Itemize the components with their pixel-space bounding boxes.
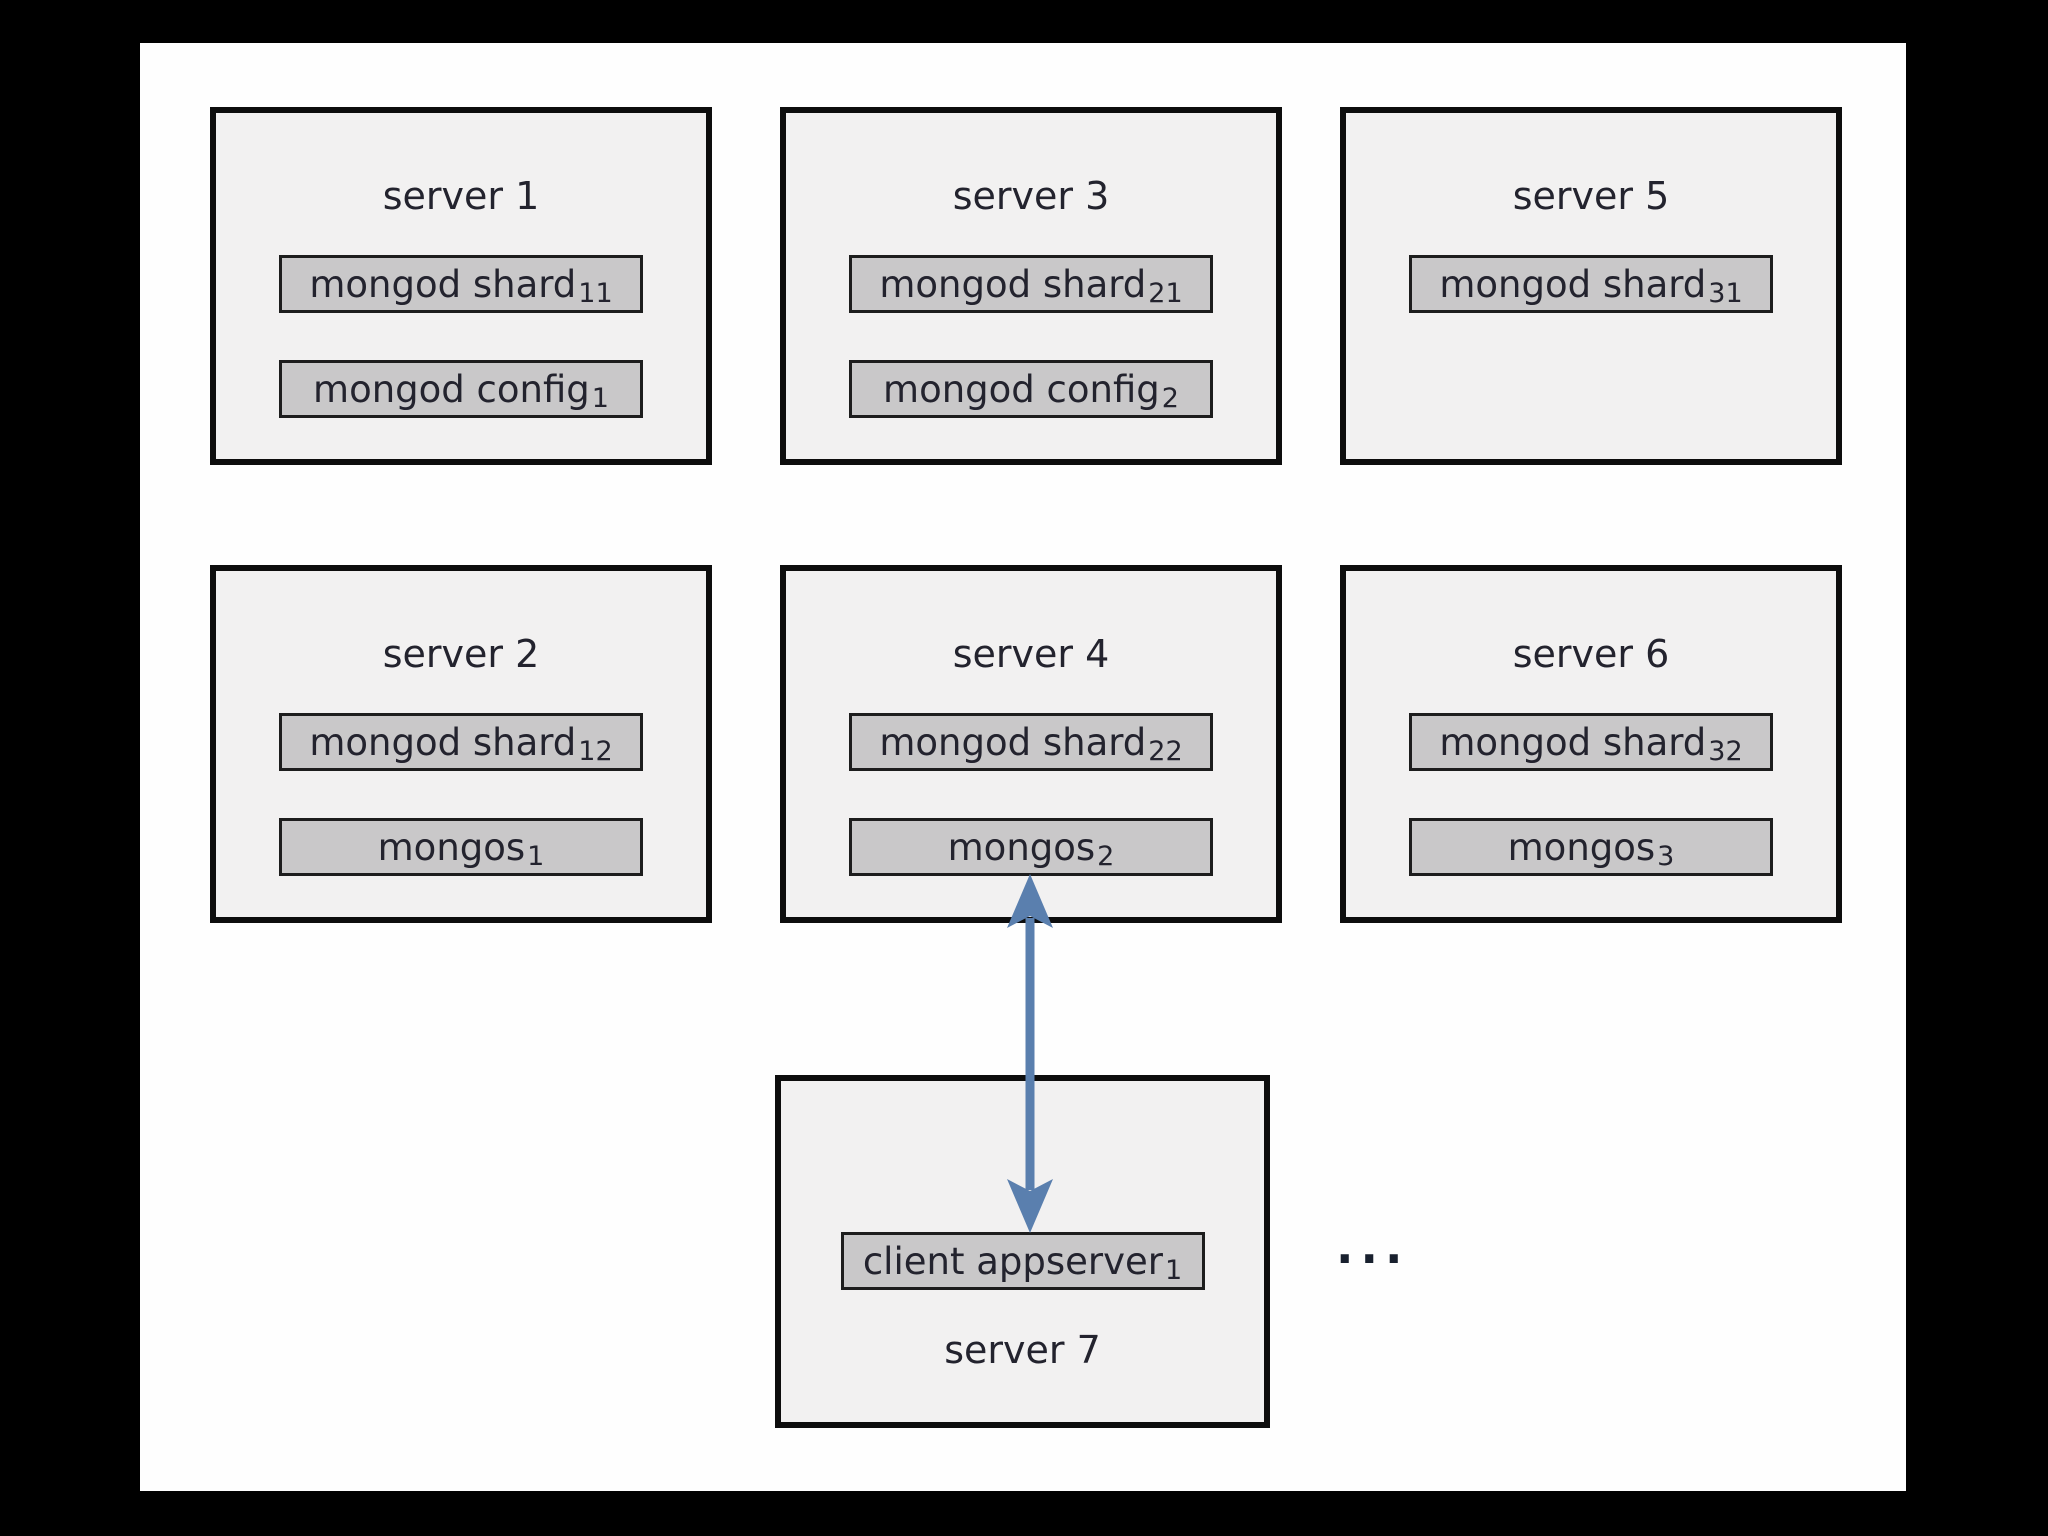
server-title: server 3	[952, 174, 1110, 218]
process-subscript: 12	[578, 735, 613, 767]
server-title: server 1	[382, 174, 540, 218]
server-title: server 6	[1512, 632, 1670, 676]
process-label: mongod shard	[1439, 720, 1707, 764]
process-subscript: 22	[1148, 735, 1183, 767]
server-title: server 7	[944, 1328, 1101, 1372]
process-subscript: 21	[1148, 277, 1183, 309]
process-label: mongod shard	[309, 262, 577, 306]
process-label: mongod shard	[879, 262, 1147, 306]
process-label: mongos	[377, 825, 526, 869]
ellipsis-more-servers: ...	[1336, 1220, 1410, 1274]
process-label: client appserver	[862, 1239, 1163, 1283]
server-title: server 4	[952, 632, 1110, 676]
process-subscript: 2	[1097, 840, 1115, 872]
process-label: mongod shard	[309, 720, 577, 764]
process-subscript: 3	[1657, 840, 1675, 872]
process-subscript: 2	[1161, 382, 1179, 414]
process-label: mongos	[947, 825, 1096, 869]
server-title: server 2	[382, 632, 540, 676]
process-subscript: 11	[578, 277, 613, 309]
bidirectional-arrow	[1007, 874, 1053, 1233]
process-subscript: 1	[527, 840, 545, 872]
process-label: mongos	[1507, 825, 1656, 869]
process-label: mongod shard	[1439, 262, 1707, 306]
process-subscript: 31	[1708, 277, 1743, 309]
process-subscript: 1	[591, 382, 609, 414]
process-subscript: 1	[1164, 1254, 1183, 1286]
process-label: mongod config	[883, 367, 1160, 411]
process-subscript: 32	[1708, 735, 1743, 767]
process-label: mongod shard	[879, 720, 1147, 764]
process-label: mongod config	[313, 367, 590, 411]
server-title: server 5	[1512, 174, 1670, 218]
